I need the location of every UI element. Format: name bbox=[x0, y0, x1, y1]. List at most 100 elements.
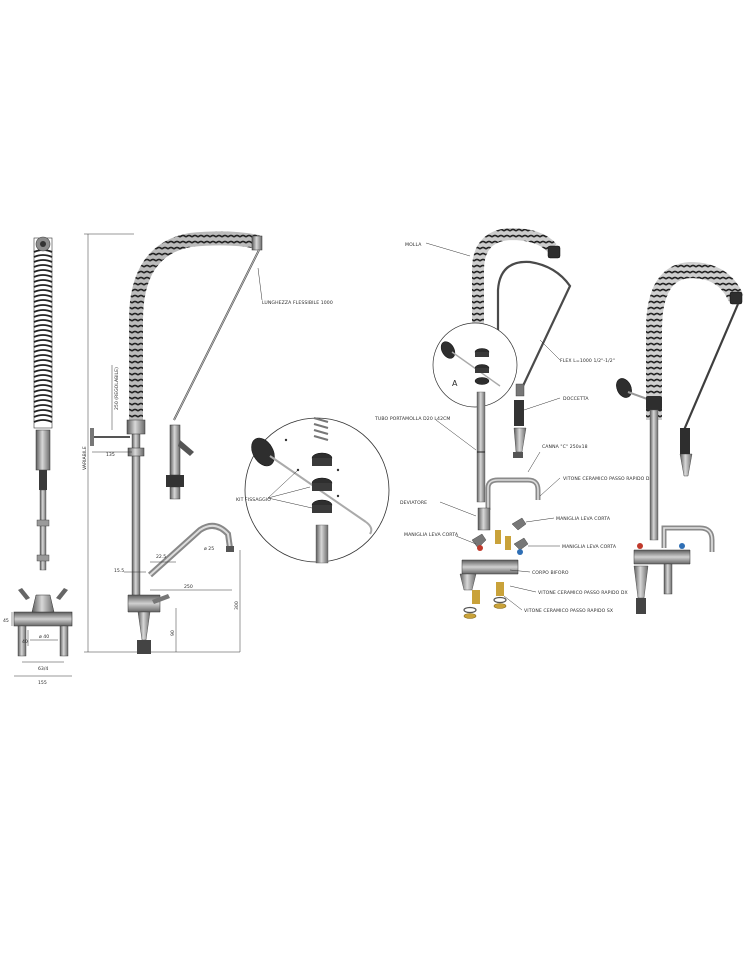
side-spring-coil bbox=[33, 364, 53, 368]
side-lever-left bbox=[18, 588, 30, 600]
side-spring-coil bbox=[33, 299, 53, 303]
dim-base-45: 45 bbox=[3, 618, 9, 624]
side-spring-coil bbox=[33, 264, 53, 268]
exploded-diverter bbox=[477, 507, 491, 531]
front-spout bbox=[147, 522, 233, 578]
exploded-lever-left bbox=[471, 533, 487, 549]
render-body bbox=[633, 549, 691, 565]
label-valve-right: VITONE CERAMICO PASSO RAPIDO DX bbox=[563, 476, 653, 482]
side-spring-coil bbox=[33, 409, 53, 413]
detail-spring bbox=[313, 416, 329, 442]
exploded-spring-tube bbox=[476, 391, 486, 503]
front-body bbox=[127, 594, 161, 613]
render-gun bbox=[680, 428, 690, 454]
front-gun-lever bbox=[178, 440, 194, 456]
exploded-lever-right-1 bbox=[511, 517, 527, 531]
side-column bbox=[39, 489, 47, 571]
label-spring: MOLLA bbox=[405, 242, 422, 248]
side-spring-coil bbox=[33, 304, 53, 308]
label-nozzle: DOCCETTA bbox=[563, 396, 589, 402]
side-spring-coil bbox=[33, 379, 53, 383]
dim-base-spacing: 63/4 bbox=[38, 666, 48, 672]
dim-250: 250 bbox=[184, 584, 193, 590]
label-spring-tube: TUBO PORTAMOLLA D20 L42CM bbox=[374, 416, 450, 422]
label-fixing-kit: KIT FISSAGGIO bbox=[236, 497, 271, 503]
side-view: 45 40 ø 40 63/4 155 bbox=[3, 236, 73, 686]
exploded-flex-hose bbox=[496, 260, 572, 389]
label-flexible-length: LUNGHEZZA FLESSIBILE 1000 bbox=[262, 300, 333, 306]
detail-tube bbox=[315, 524, 329, 564]
side-spring bbox=[33, 236, 53, 429]
side-spring-coil bbox=[33, 384, 53, 388]
side-spring-coil bbox=[33, 324, 53, 328]
front-view: VARIABILE 250 (REGOLABILE) LUNGHEZZA FLE… bbox=[82, 231, 333, 654]
label-valve-dx: VITONE CERAMICO PASSO RAPIDO DX bbox=[538, 590, 628, 596]
side-spring-coil bbox=[33, 394, 53, 398]
detail-circle-a bbox=[432, 322, 518, 408]
dim-spout-angle: ø 25 bbox=[204, 546, 214, 552]
dim-135: 135 bbox=[106, 452, 115, 458]
dim-base-18: ø 40 bbox=[39, 634, 49, 640]
detail-plate bbox=[251, 437, 275, 467]
side-spring-coil bbox=[33, 319, 53, 323]
side-spring-coil bbox=[33, 334, 53, 338]
exploded-spring-coils bbox=[472, 227, 557, 324]
side-gun bbox=[35, 429, 51, 471]
render-flex-hose bbox=[682, 303, 740, 431]
side-spring-coil bbox=[33, 344, 53, 348]
side-gun-grip bbox=[39, 470, 47, 490]
side-spring-coil bbox=[33, 414, 53, 418]
side-spring-coil bbox=[33, 349, 53, 353]
front-spring-coils bbox=[129, 231, 260, 430]
front-gun bbox=[169, 424, 181, 476]
side-spring-coil bbox=[33, 374, 53, 378]
side-base-body bbox=[13, 611, 73, 627]
render-handle-cold bbox=[679, 543, 685, 549]
side-spring-coil bbox=[33, 294, 53, 298]
side-spring-coil bbox=[33, 274, 53, 278]
dim-15-5: 15.5 bbox=[114, 568, 124, 574]
render-column bbox=[649, 409, 659, 541]
render-spout bbox=[661, 525, 715, 552]
side-spring-coil bbox=[33, 339, 53, 343]
dim-300: 300 bbox=[234, 601, 240, 610]
exploded-body bbox=[461, 559, 519, 575]
label-detail-a: A bbox=[452, 379, 458, 388]
side-spring-coil bbox=[33, 289, 53, 293]
exploded-view: MOLLA FLEX L=1000 1/2"-1/2" A TUBO PORTA… bbox=[374, 227, 653, 619]
label-diverter: DEVIATORE bbox=[400, 500, 427, 506]
side-spring-coil bbox=[33, 369, 53, 373]
label-lever-short-r1: MANIGLIA LEVA CORTA bbox=[556, 516, 611, 522]
side-spring-coil bbox=[33, 389, 53, 393]
dim-22-5: 22.5 bbox=[156, 554, 166, 560]
render-handle-hot bbox=[637, 543, 643, 549]
exploded-lever-right-2 bbox=[513, 537, 529, 551]
label-lever-short-left: MANIGLIA LEVA CORTA bbox=[404, 532, 459, 538]
label-valve-sx: VITONE CERAMICO PASSO RAPIDO SX bbox=[524, 608, 613, 614]
side-spring-coil bbox=[33, 354, 53, 358]
side-spring-coil bbox=[33, 279, 53, 283]
dim-base-width: 155 bbox=[38, 680, 47, 686]
exploded-nozzle bbox=[514, 400, 524, 426]
side-spring-coil bbox=[33, 404, 53, 408]
exploded-valve-brass-1 bbox=[495, 530, 501, 544]
side-lever-right bbox=[56, 588, 68, 600]
label-spout-c: CANNA "C" 250x18 bbox=[542, 444, 588, 450]
label-body: CORPO BIFORO bbox=[532, 570, 569, 576]
side-spring-coil bbox=[33, 359, 53, 363]
detail-circle-fixing-kit: KIT FISSAGGIO bbox=[236, 416, 390, 564]
dim-90: 90 bbox=[170, 630, 176, 636]
side-spring-coil bbox=[33, 259, 53, 263]
side-spring-coil bbox=[33, 419, 53, 423]
side-spring-coil bbox=[33, 309, 53, 313]
side-spring-coil bbox=[33, 329, 53, 333]
exploded-spout bbox=[485, 477, 541, 510]
dim-base-40: 40 bbox=[22, 639, 28, 645]
side-spring-coil bbox=[33, 254, 53, 258]
side-spring-coil bbox=[33, 269, 53, 273]
side-spring-coil bbox=[33, 284, 53, 288]
render-spring-coils bbox=[646, 261, 744, 420]
label-lever-short-r2: MANIGLIA LEVA CORTA bbox=[562, 544, 617, 550]
